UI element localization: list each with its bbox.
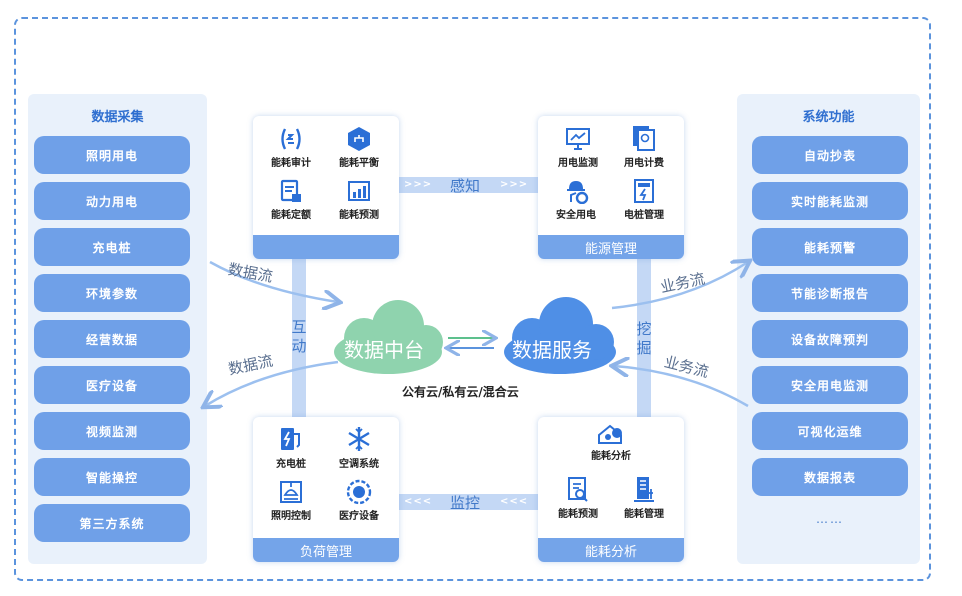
deployment-note: 公有云/私有云/混合云 [402,385,519,399]
data-source-item[interactable]: 充电桩 [34,228,190,266]
diagram-frame [14,17,931,581]
connector-label: 感知 [450,177,481,195]
item-label: 能耗分析 [591,451,631,462]
top-connector [399,177,538,193]
card-item[interactable]: 能耗审计 [259,126,323,169]
energy-analysis-card: 能耗分析 能耗预测 能耗管理 能耗分析 [538,417,684,562]
item-label: 能耗审计 [271,158,311,169]
card-item[interactable]: 医疗设备 [327,479,391,522]
quota-icon [280,179,301,202]
bottom-connector [399,494,538,510]
card-item[interactable]: 安全用电 [544,178,608,221]
medical-icon [346,479,372,505]
data-middle-platform-cloud [334,300,443,374]
pile-manage-icon [634,179,654,203]
function-item[interactable]: 安全用电监测 [752,366,908,404]
card-item[interactable]: 能耗预测 [327,178,391,221]
forecast-icon [348,181,370,201]
card-item[interactable]: 能耗分析 [579,423,643,462]
charger-icon [281,428,300,450]
card-item[interactable]: 充电桩 [259,425,323,470]
item-label: 用电计费 [624,158,664,169]
function-item[interactable]: 自动抄表 [752,136,908,174]
snowflake-icon [348,427,370,451]
panel-title: 系统功能 [802,110,855,125]
data-source-item[interactable]: 第三方系统 [34,504,190,542]
analysis-icon [598,424,622,444]
item-label: 能耗管理 [624,509,664,520]
energy-management-card: 用电监测 用电计费 安全用电 电桩管理 能源管理 [538,116,684,259]
card-footer: 能源管理 [538,235,684,259]
data-source-item[interactable]: 经营数据 [34,320,190,358]
right-vertical-connector [637,259,651,417]
card-item[interactable]: 照明控制 [259,479,323,522]
data-source-item[interactable]: 照明用电 [34,136,190,174]
card-item[interactable]: 能耗管理 [612,475,676,520]
data-source-item[interactable]: 动力用电 [34,182,190,220]
card-item[interactable]: 空调系统 [327,425,391,470]
item-label: 电桩管理 [624,210,664,221]
connector-label: 互动 [291,318,307,355]
function-item[interactable]: 实时能耗监测 [752,182,908,220]
monitor-icon [566,128,590,150]
left-vertical-connector [292,259,306,417]
data-service-cloud [504,297,616,374]
item-label: 照明控制 [271,511,311,522]
function-item[interactable]: 节能诊断报告 [752,274,908,312]
connector-label: 监控 [450,494,481,512]
card-footer: 能耗分析 [538,538,684,562]
business-flow-out-arrow [611,262,748,310]
billing-icon [633,126,655,151]
energy-audit-card: 能耗审计 能耗平衡 能耗定额 能耗预测 [253,116,399,259]
data-flow-out-arrow [205,360,339,406]
card-item[interactable]: 用电计费 [612,124,676,169]
function-item[interactable]: 设备故障预判 [752,320,908,358]
panel-title: 数据采集 [91,110,144,125]
item-label: 能耗定额 [271,210,311,221]
connector-label: 挖掘 [636,320,652,357]
data-source-item[interactable]: 医疗设备 [34,366,190,404]
data-flow-in-arrow [209,260,338,302]
item-label: 能耗预测 [339,210,379,221]
card-item[interactable]: 能耗预测 [546,475,610,520]
chevrons: <<< [404,496,433,507]
function-item[interactable]: 数据报表 [752,458,908,496]
chevrons: <<< [500,496,529,507]
item-label: 用电监测 [558,158,598,169]
item-label: 空调系统 [339,459,379,470]
card-item[interactable]: 能耗平衡 [327,126,391,169]
item-label: 医疗设备 [339,511,379,522]
cloud-label: 数据中台 [344,338,424,362]
business-flow-in-arrow [614,366,749,408]
item-label: 能耗预测 [558,509,598,520]
load-management-card: 充电桩 空调系统 照明控制 医疗设备 负荷管理 [253,417,399,562]
data-source-item[interactable]: 环境参数 [34,274,190,312]
item-label: 安全用电 [556,210,596,221]
more-indicator: …… [816,512,844,526]
card-item[interactable]: 能耗定额 [259,178,323,221]
chevrons: >>> [500,179,529,190]
chevrons: >>> [404,179,433,190]
cloud-label: 数据服务 [512,338,592,362]
card-item[interactable]: 电桩管理 [612,178,676,221]
data-source-item[interactable]: 智能操控 [34,458,190,496]
function-item[interactable]: 能耗预警 [752,228,908,266]
audit-icon [281,128,301,150]
data-source-item[interactable]: 视频监测 [34,412,190,450]
function-item[interactable]: 可视化运维 [752,412,908,450]
lamp-icon [280,481,302,503]
report-icon [568,477,588,502]
card-item[interactable]: 用电监测 [546,126,610,169]
worker-icon [567,181,589,204]
balance-icon [348,127,370,151]
card-footer: 负荷管理 [253,538,399,562]
card-footer [253,235,399,259]
item-label: 充电桩 [276,459,306,470]
item-label: 能耗平衡 [339,158,379,169]
manage-icon [634,477,654,502]
